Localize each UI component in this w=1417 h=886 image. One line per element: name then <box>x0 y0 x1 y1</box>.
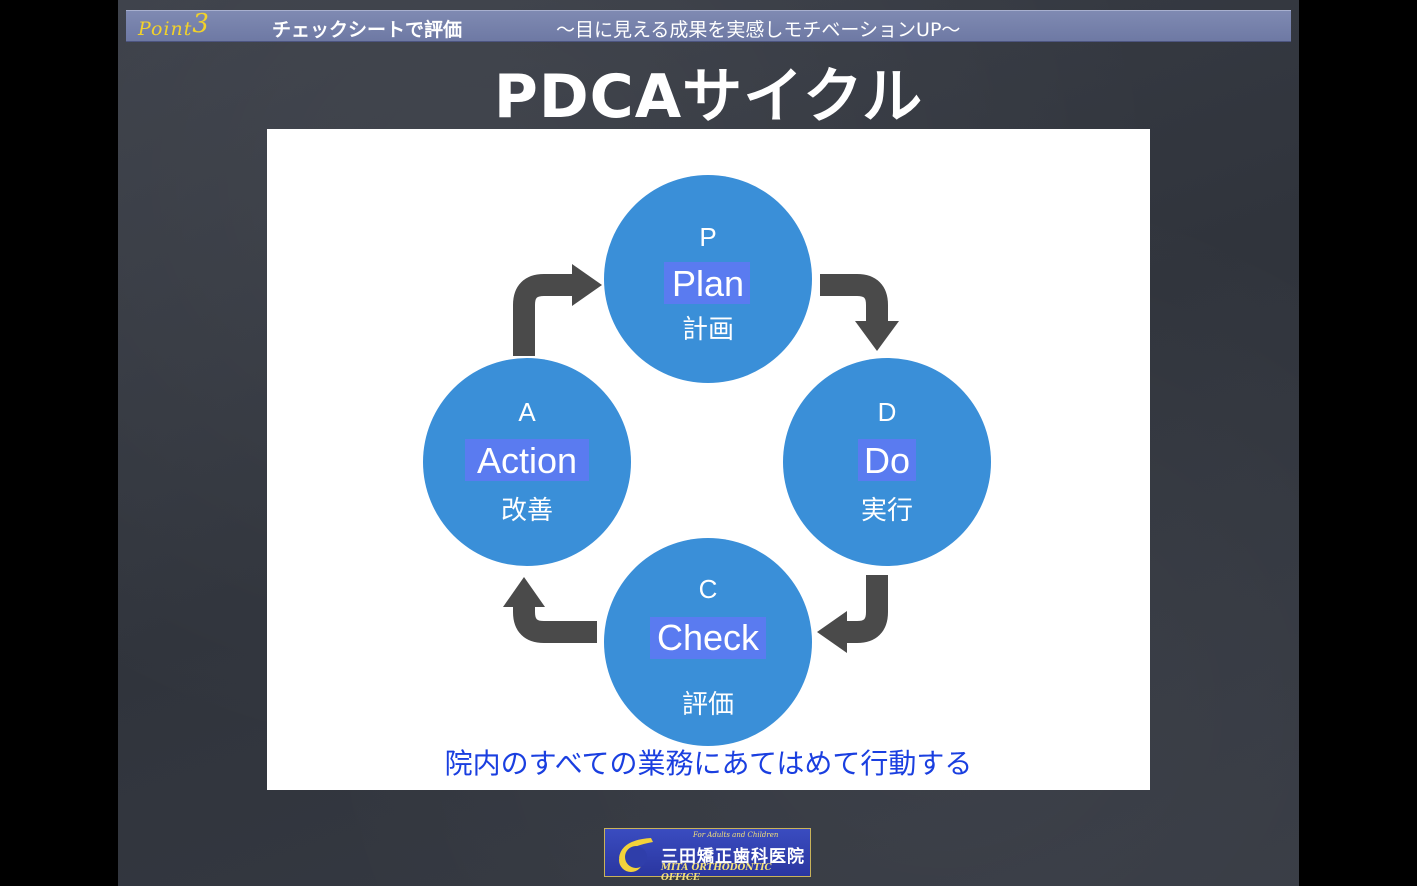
slide-title: PDCAサイクル <box>493 62 924 132</box>
action-jp: 改善 <box>501 495 553 525</box>
cycle-caption: 院内のすべての業務にあてはめて行動する <box>444 747 973 780</box>
pdca-diagram: P Plan 計画 D Do 実行 C Check 評価 A Action 改善 <box>423 175 991 746</box>
arrowhead-plan-to-do <box>855 321 899 351</box>
point-label: Point3 <box>138 9 210 40</box>
arrow-plan-to-do <box>820 274 888 324</box>
arrowhead-do-to-check <box>817 611 847 653</box>
right-letterbox <box>1299 0 1417 886</box>
arrow-do-to-check <box>843 575 888 643</box>
logo-clinic-name: 三田矯正歯科医院 <box>661 847 805 867</box>
arrow-check-to-action <box>513 604 597 643</box>
plan-letter: P <box>699 222 716 252</box>
logo-english-name: MITA ORTHODONTIC OFFICE <box>661 863 772 883</box>
do-highlight <box>858 439 916 481</box>
plan-jp: 計画 <box>682 314 734 344</box>
clinic-logo: For Adults and Children 三田矯正歯科医院 MITA OR… <box>604 828 811 883</box>
banner-subtitle: 〜目に見える成果を実感しモチベーションUP〜 <box>556 19 961 41</box>
do-jp: 実行 <box>861 495 913 525</box>
logo-tagline: For Adults and Children <box>693 831 779 839</box>
arrowhead-check-to-action <box>503 577 545 607</box>
plan-word: Plan <box>672 263 744 304</box>
point-number: 3 <box>192 9 210 39</box>
banner-title: チェックシートで評価 <box>272 19 463 41</box>
arrow-action-to-plan <box>513 274 575 356</box>
slide: Point3 チェックシートで評価 〜目に見える成果を実感しモチベーションUP〜… <box>118 0 1299 886</box>
action-highlight <box>465 439 589 481</box>
cycle-arrows <box>513 274 888 643</box>
arrowhead-action-to-plan <box>572 264 602 306</box>
check-highlight <box>650 617 766 659</box>
action-letter: A <box>518 397 536 427</box>
left-letterbox <box>0 0 118 886</box>
check-letter: C <box>699 574 718 604</box>
check-jp: 評価 <box>682 689 734 719</box>
point-banner: Point3 チェックシートで評価 〜目に見える成果を実感しモチベーションUP〜 <box>126 9 1291 42</box>
arrow-heads <box>503 264 899 653</box>
do-word: Do <box>864 440 910 481</box>
do-letter: D <box>878 397 897 427</box>
crescent-icon <box>619 838 653 872</box>
pdca-panel: P Plan 計画 D Do 実行 C Check 評価 A Action 改善… <box>267 129 1150 790</box>
action-word: Action <box>477 440 577 481</box>
plan-highlight <box>664 262 750 304</box>
check-word: Check <box>657 617 760 658</box>
